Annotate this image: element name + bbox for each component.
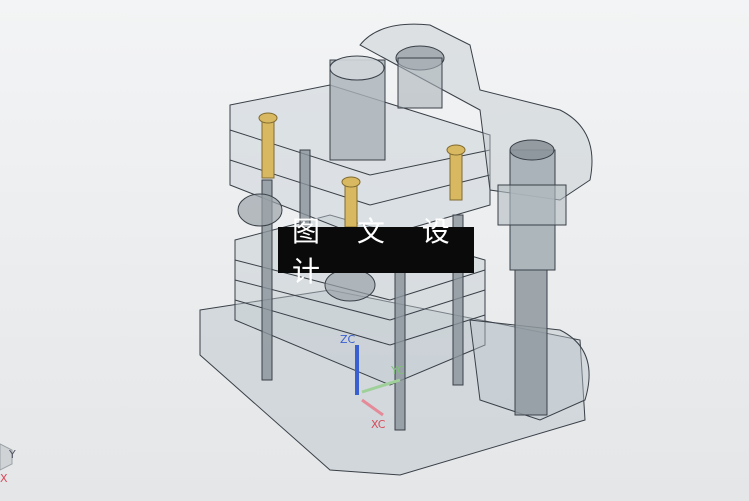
view-triad: [0, 443, 13, 471]
y-axis-arrow: [361, 378, 401, 394]
wcs-triad: [355, 345, 401, 417]
view-x-label: X: [0, 472, 8, 485]
wcs-x-label: XC: [371, 418, 386, 431]
wcs-z-label: ZC: [340, 333, 356, 346]
wcs-y-label: YC: [391, 364, 405, 377]
view-y-label: Y: [9, 448, 16, 461]
x-axis-arrow: [361, 398, 384, 417]
overlay-title-banner: 图 文 设 计: [278, 215, 474, 288]
